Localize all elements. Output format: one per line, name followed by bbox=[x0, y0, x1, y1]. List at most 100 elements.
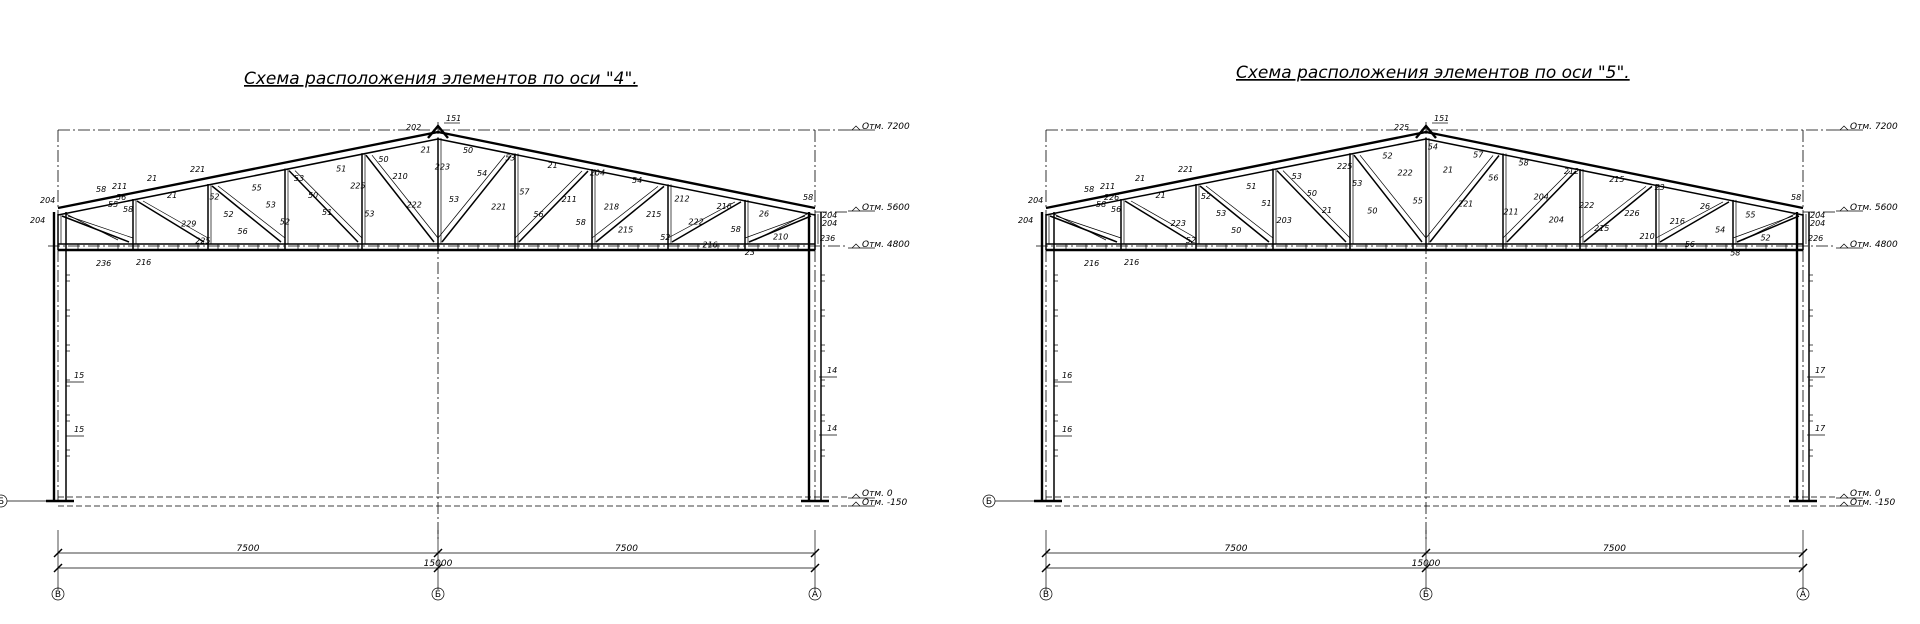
axis-bubble bbox=[808, 587, 822, 601]
top-chord-left bbox=[1045, 130, 1427, 210]
element-label: 58 bbox=[1730, 248, 1740, 257]
elevation-triangle bbox=[851, 206, 861, 212]
element-label: 225 bbox=[1394, 123, 1409, 132]
truss-diagonal-inner bbox=[1655, 201, 1724, 239]
element-label: 204 bbox=[1018, 216, 1033, 225]
element-label: 51 bbox=[322, 208, 332, 217]
element-label: 21 bbox=[167, 191, 177, 200]
element-label: 204 bbox=[1549, 216, 1564, 225]
truss-diagonal-inner bbox=[1502, 170, 1571, 239]
element-label: 56 bbox=[533, 210, 543, 219]
elevation-triangle bbox=[851, 501, 861, 507]
element-label: 211 bbox=[562, 195, 577, 204]
axis-letter: А bbox=[1800, 590, 1807, 600]
element-label: 56 bbox=[1685, 240, 1695, 249]
eave-brace bbox=[1742, 213, 1796, 241]
elevation-label: Отм. 7200 bbox=[1850, 122, 1898, 132]
element-label: 21 bbox=[1322, 206, 1332, 215]
element-label: 202 bbox=[406, 123, 421, 132]
eave-brace bbox=[754, 213, 808, 241]
element-label: 221 bbox=[190, 165, 205, 174]
dimension-tick bbox=[810, 563, 820, 573]
element-label: 58 bbox=[803, 193, 813, 202]
element-label: 216 bbox=[1124, 258, 1139, 267]
elevation-label: Отм. 0 bbox=[1850, 489, 1881, 499]
side-axis-letter: Б bbox=[986, 497, 992, 507]
element-label: 215 bbox=[618, 225, 633, 234]
element-label: 53 bbox=[1216, 209, 1226, 218]
element-label: 54 bbox=[632, 176, 642, 185]
element-label: 23 bbox=[1655, 183, 1665, 192]
element-label: 58 bbox=[1084, 185, 1094, 194]
axis-letter: Б bbox=[1423, 590, 1429, 600]
dimension-span-right: 7500 bbox=[1603, 544, 1626, 554]
element-label: 204 bbox=[590, 169, 605, 178]
elevation-label: Отм. 5600 bbox=[862, 203, 910, 213]
truss-diagonal bbox=[1506, 170, 1577, 243]
eave-brace bbox=[1053, 213, 1107, 241]
element-label: 223 bbox=[435, 163, 450, 172]
axis-letter: В bbox=[55, 590, 61, 600]
scheme-title: Схема расположения элементов по оси "4". bbox=[244, 69, 638, 89]
element-label: 210 bbox=[773, 233, 788, 242]
element-label: 204 bbox=[1810, 219, 1825, 228]
element-label: 52 bbox=[209, 193, 219, 202]
dimension-tick bbox=[1798, 548, 1808, 558]
truss-diagonal-inner bbox=[1130, 200, 1197, 239]
truss-diagonal-inner bbox=[294, 170, 363, 239]
axis-bubble bbox=[1419, 587, 1433, 601]
elevation-triangle bbox=[1839, 206, 1849, 212]
element-label: 21 bbox=[1135, 174, 1145, 183]
dimension-tick bbox=[53, 563, 63, 573]
element-label: 211 bbox=[112, 182, 127, 191]
apex-joint bbox=[1415, 124, 1437, 139]
truss-diagonal bbox=[671, 201, 742, 243]
truss-diagonal-inner bbox=[437, 155, 506, 239]
top-chord-right bbox=[1425, 130, 1804, 210]
truss-diagonal bbox=[365, 154, 435, 243]
top-chord-left bbox=[57, 130, 439, 210]
element-label: 52 bbox=[1760, 233, 1770, 242]
truss-diagonal bbox=[1659, 201, 1730, 243]
dimension-tick bbox=[810, 548, 820, 558]
element-label: 58 bbox=[1791, 193, 1801, 202]
element-label: 26 bbox=[759, 210, 769, 219]
elevation-triangle bbox=[1839, 243, 1849, 249]
column-label: 16 bbox=[1062, 425, 1072, 434]
elevation-label: Отм. -150 bbox=[1850, 498, 1896, 508]
element-label: 21 bbox=[421, 145, 431, 154]
element-label: 223 bbox=[1171, 219, 1186, 228]
element-label: 50 bbox=[1367, 207, 1377, 216]
elevation-label: Отм. 4800 bbox=[1850, 240, 1898, 250]
truss-diagonal-inner bbox=[67, 215, 134, 239]
element-label: 236 bbox=[96, 259, 111, 268]
axis-letter: Б bbox=[435, 590, 441, 600]
element-label: 58 bbox=[731, 225, 741, 234]
truss-diagonal-inner bbox=[142, 200, 209, 239]
truss-diagonal-inner bbox=[514, 170, 583, 239]
frame-structure bbox=[982, 122, 1863, 601]
element-label: 56 bbox=[116, 193, 126, 202]
element-label: 226 bbox=[1104, 193, 1119, 202]
dimension-tick bbox=[1798, 563, 1808, 573]
top-chord-left-inner bbox=[57, 138, 439, 216]
axis-letter: В bbox=[1043, 590, 1049, 600]
element-label: 218 bbox=[604, 202, 619, 211]
element-label: 52 bbox=[1382, 152, 1392, 161]
elevation-label: Отм. 0 bbox=[862, 489, 893, 499]
element-label: 54 bbox=[1428, 142, 1438, 151]
element-label: 221 bbox=[1458, 199, 1473, 208]
axis-bubble bbox=[1039, 587, 1053, 601]
truss-diagonal bbox=[136, 200, 205, 243]
element-label: 151 bbox=[446, 114, 461, 123]
element-label: 52 bbox=[1186, 236, 1196, 245]
element-label: 53 bbox=[266, 200, 276, 209]
truss-diagonal-inner bbox=[1205, 185, 1274, 239]
element-label: 212 bbox=[674, 195, 689, 204]
element-label: 222 bbox=[407, 200, 422, 209]
element-label: 236 bbox=[820, 234, 835, 243]
element-label: 225 bbox=[195, 237, 210, 246]
element-label: 53 bbox=[1352, 179, 1362, 188]
element-label: 225 bbox=[350, 182, 365, 191]
